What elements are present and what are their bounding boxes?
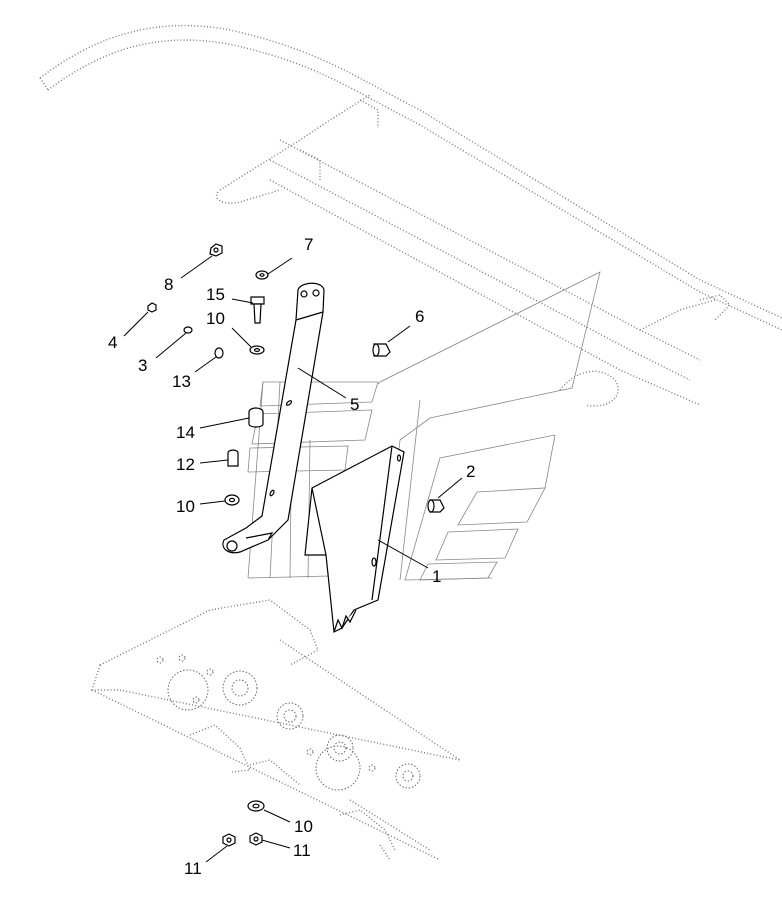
callout-2: 2 (466, 462, 475, 481)
callout-10-bottom: 10 (294, 817, 313, 836)
callout-5: 5 (350, 395, 359, 414)
callout-15: 15 (206, 285, 225, 304)
callout-1: 1 (432, 567, 441, 586)
callout-11-right: 11 (293, 841, 311, 860)
callout-14: 14 (176, 423, 195, 442)
callout-6: 6 (415, 307, 424, 326)
callout-13: 13 (172, 372, 191, 391)
background-frame-ghost (39, 24, 782, 407)
callout-12: 12 (176, 455, 195, 474)
callout-3: 3 (138, 356, 147, 375)
hardware-parts (147, 243, 445, 847)
callout-4: 4 (108, 333, 117, 352)
callout-10-mid: 10 (176, 497, 195, 516)
leader-lines (123, 255, 463, 863)
bracket-part-5 (222, 282, 325, 554)
callout-11-left: 11 (184, 859, 202, 878)
callout-8: 8 (164, 275, 173, 294)
shield-plate-part-1 (304, 445, 405, 633)
callout-numbers: 1 2 3 4 5 6 7 8 10 10 10 11 11 12 13 14 … (108, 235, 475, 878)
callout-10-top: 10 (206, 309, 225, 328)
cutter-bar-ghost (91, 599, 461, 861)
callout-7: 7 (304, 235, 313, 254)
